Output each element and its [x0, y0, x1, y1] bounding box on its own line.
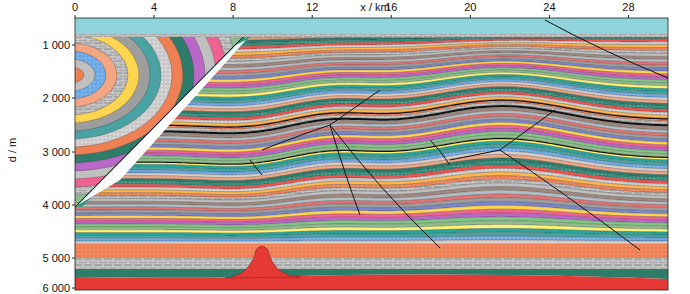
tick-label: 1 000: [42, 39, 70, 51]
tick-label-box: 4: [151, 2, 157, 13]
fault-line: [430, 140, 450, 165]
fold-band: [75, 59, 95, 91]
tick-label-box: 4 000: [42, 200, 70, 211]
fold-band: [75, 51, 106, 99]
tick-mark: [233, 15, 234, 18]
deep-layer: [75, 258, 668, 269]
stratum-band: [75, 240, 668, 244]
tick-label: 4: [151, 1, 157, 13]
fault-line: [330, 125, 440, 248]
tick-label-box: 6 000: [42, 283, 70, 294]
tick-mark: [72, 205, 75, 206]
tick-label: 24: [543, 1, 555, 13]
fold-band: [75, 18, 194, 163]
tick-mark: [154, 15, 155, 18]
strata: [75, 18, 668, 290]
thrust-wedge: [75, 18, 293, 235]
fold-band: [75, 67, 84, 83]
tick-label: 8: [230, 1, 236, 13]
tick-label: 28: [622, 1, 634, 13]
tick-label: 4 000: [42, 199, 70, 211]
tick-label: 20: [464, 1, 476, 13]
tick-label-box: 5 000: [42, 253, 70, 264]
tick-label: 2 000: [42, 92, 70, 104]
tick-label-box: 3 000: [42, 147, 70, 158]
fold-band: [75, 19, 150, 131]
tick-label-box: 16: [385, 2, 397, 13]
fold-band: [75, 18, 260, 211]
fold-band: [75, 18, 282, 227]
tick-mark: [72, 288, 75, 289]
tick-label-box: 8: [230, 2, 236, 13]
fault-line: [450, 110, 555, 160]
tick-mark: [312, 15, 313, 18]
tick-mark: [72, 152, 75, 153]
tick-mark: [470, 15, 471, 18]
tick-mark: [628, 15, 629, 18]
fold-band: [75, 18, 249, 203]
tick-label: 5 000: [42, 252, 70, 264]
axis-title-box: d / m: [7, 138, 18, 162]
tick-mark: [72, 98, 75, 99]
tick-label: 0: [72, 1, 78, 13]
marker-horizon: [75, 139, 668, 165]
fault-line: [545, 20, 668, 78]
tick-label-box: 28: [622, 2, 634, 13]
fault-zone: [75, 37, 250, 207]
fault-line: [250, 160, 262, 175]
fold-band: [75, 18, 271, 219]
fold-band: [75, 18, 227, 187]
fold-band: [75, 35, 128, 115]
fold-band: [75, 27, 139, 123]
fault-gap: [78, 40, 246, 205]
tick-mark: [72, 45, 75, 46]
basement-high: [225, 246, 300, 278]
fault-line: [262, 90, 380, 150]
fold-band: [75, 18, 161, 139]
tick-mark: [72, 258, 75, 259]
fault-line: [500, 150, 640, 250]
tick-mark: [75, 15, 76, 18]
tick-label: 12: [306, 1, 318, 13]
fault-line: [75, 37, 243, 207]
tick-label-box: 0: [72, 2, 78, 13]
tick-label: 16: [385, 1, 397, 13]
deep-layer: [75, 244, 668, 258]
tick-label-box: 12: [306, 2, 318, 13]
tick-label-box: 1 000: [42, 40, 70, 51]
tick-label: 3 000: [42, 146, 70, 158]
plot-frame: [75, 18, 668, 290]
tick-label-box: 20: [464, 2, 476, 13]
fold-band: [75, 18, 183, 155]
tick-label-box: 2 000: [42, 93, 70, 104]
fold-band: [75, 18, 216, 179]
fault-line: [330, 125, 360, 215]
tick-label-box: 24: [543, 2, 555, 13]
tick-label: 6 000: [42, 282, 70, 294]
fold-band: [75, 43, 117, 107]
fold-band: [75, 18, 238, 195]
tick-mark: [391, 15, 392, 18]
water-layer: [75, 18, 668, 34]
axis-title: d / m: [6, 138, 18, 162]
fold-band: [75, 18, 293, 235]
basement: [75, 275, 668, 290]
tick-mark: [549, 15, 550, 18]
